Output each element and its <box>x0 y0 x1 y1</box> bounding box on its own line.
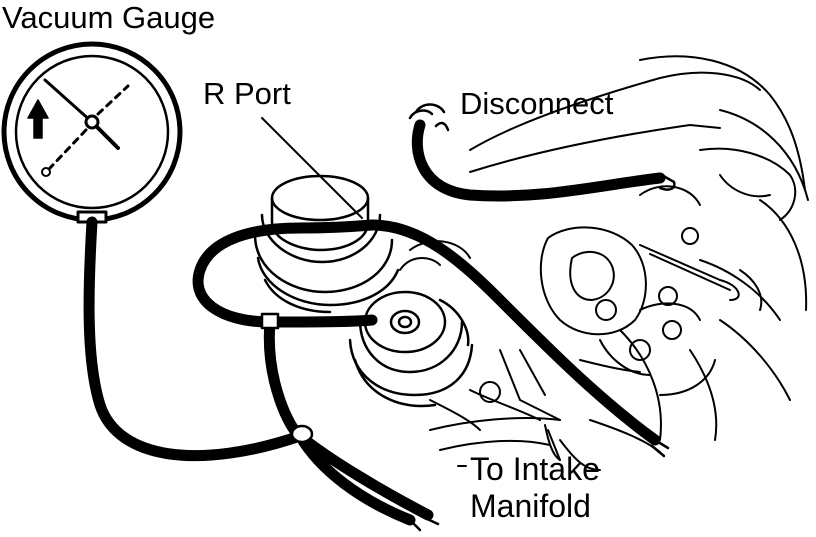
vacuum-gauge-label: Vacuum Gauge <box>2 0 216 35</box>
to-intake-label-line1: To Intake <box>470 451 600 487</box>
r-port-label: R Port <box>203 76 291 111</box>
r-port-leader <box>261 117 363 219</box>
vacuum-gauge <box>1 41 183 224</box>
lower-valve <box>348 290 474 408</box>
r-port-valve <box>253 174 400 314</box>
disconnect-marks <box>408 103 450 132</box>
vacuum-hoses <box>83 119 666 526</box>
disconnect-label: Disconnect <box>460 86 614 121</box>
up-arrow-icon <box>27 99 49 139</box>
to-intake-label-line2: Manifold <box>470 488 591 524</box>
engine-background <box>399 55 809 471</box>
intake-leader <box>547 429 561 461</box>
hose-fittings <box>260 172 676 532</box>
leader-lines <box>261 117 561 467</box>
